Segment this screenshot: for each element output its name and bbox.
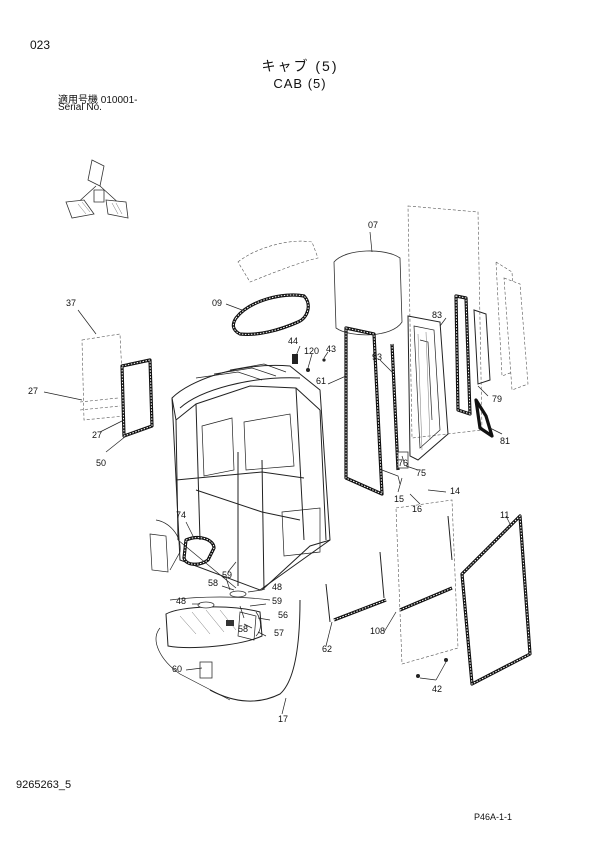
callout-58: 58: [238, 624, 248, 634]
front-lower-glass: [395, 499, 459, 665]
seal-part-50: [120, 358, 154, 438]
callout-27: 27: [28, 386, 38, 396]
rear-glass-panels: [407, 205, 529, 439]
callout-48: 48: [176, 596, 186, 606]
callout-50: 50: [96, 458, 106, 468]
callout-43: 43: [326, 344, 336, 354]
callout-15: 15: [394, 494, 404, 504]
serial-label-english: Serial No.: [58, 102, 102, 113]
seal-part-11: [460, 514, 532, 686]
page-title-english: CAB (5): [273, 76, 327, 91]
callout-79: 79: [492, 394, 502, 404]
strip-part-93: [390, 343, 400, 471]
callout-27: 27: [92, 430, 102, 440]
seal-part-62: [325, 551, 387, 623]
callout-60: 60: [172, 664, 182, 674]
page-title-japanese: キャブ (5): [261, 58, 339, 74]
clip-parts-44-120-43: [292, 354, 326, 372]
callout-74: 74: [176, 510, 186, 520]
serial-label-japanese: 適用号機 010001-: [58, 95, 138, 106]
callout-42: 42: [432, 684, 442, 694]
callout-labels: 07 09 37 27 27 50 44 120 43 61 93 83 79 81 76 75 15 14 16 1…: [28, 220, 510, 724]
callout-09: 09: [212, 298, 222, 308]
callout-48: 48: [272, 582, 282, 592]
roof-glass: [333, 250, 403, 336]
orientation-icon: [65, 159, 129, 219]
callout-17: 17: [278, 714, 288, 724]
part-74: [182, 535, 216, 566]
left-side-glass: [79, 333, 125, 421]
page-number: 023: [30, 38, 51, 52]
callout-58: 58: [208, 578, 218, 588]
callout-62: 62: [322, 644, 332, 654]
latch-part-76-75: [381, 451, 409, 485]
bolt-part-42: [416, 658, 448, 678]
callout-16: 16: [412, 504, 422, 514]
seal-part-61: [344, 326, 384, 496]
drawing-code: 9265263_5: [16, 779, 72, 791]
callout-44: 44: [288, 336, 298, 346]
cable-part-17: [209, 599, 301, 702]
seal-part-09: [231, 293, 310, 336]
callout-61: 61: [316, 376, 326, 386]
strip-vertical: [447, 515, 453, 561]
cab-frame: [149, 363, 331, 591]
cab-floor-panel: [155, 596, 271, 701]
callout-120: 120: [304, 346, 319, 356]
door-frame-83: [407, 315, 449, 461]
callout-37: 37: [66, 298, 76, 308]
fastener-parts-bottom: [197, 577, 261, 637]
seal-part-79: [454, 294, 472, 416]
callout-07: 07: [368, 220, 378, 230]
sheet-code: P46A-1-1: [474, 812, 513, 822]
callout-59: 59: [272, 596, 282, 606]
callout-83: 83: [432, 310, 442, 320]
strip-part-108: [399, 586, 453, 612]
callout-56: 56: [278, 610, 288, 620]
callout-11: 11: [500, 510, 509, 520]
callout-75: 75: [416, 468, 426, 478]
part-81: [473, 309, 494, 438]
callout-93: 93: [372, 352, 382, 362]
callout-59: 59: [222, 570, 232, 580]
leader-lines: [43, 231, 511, 715]
callout-108: 108: [370, 626, 385, 636]
callout-14: 14: [450, 486, 460, 496]
roof-window-outline: [237, 240, 319, 283]
callout-76: 76: [398, 458, 408, 468]
callout-81: 81: [500, 436, 510, 446]
part-60: [199, 661, 213, 679]
callout-57: 57: [274, 628, 284, 638]
